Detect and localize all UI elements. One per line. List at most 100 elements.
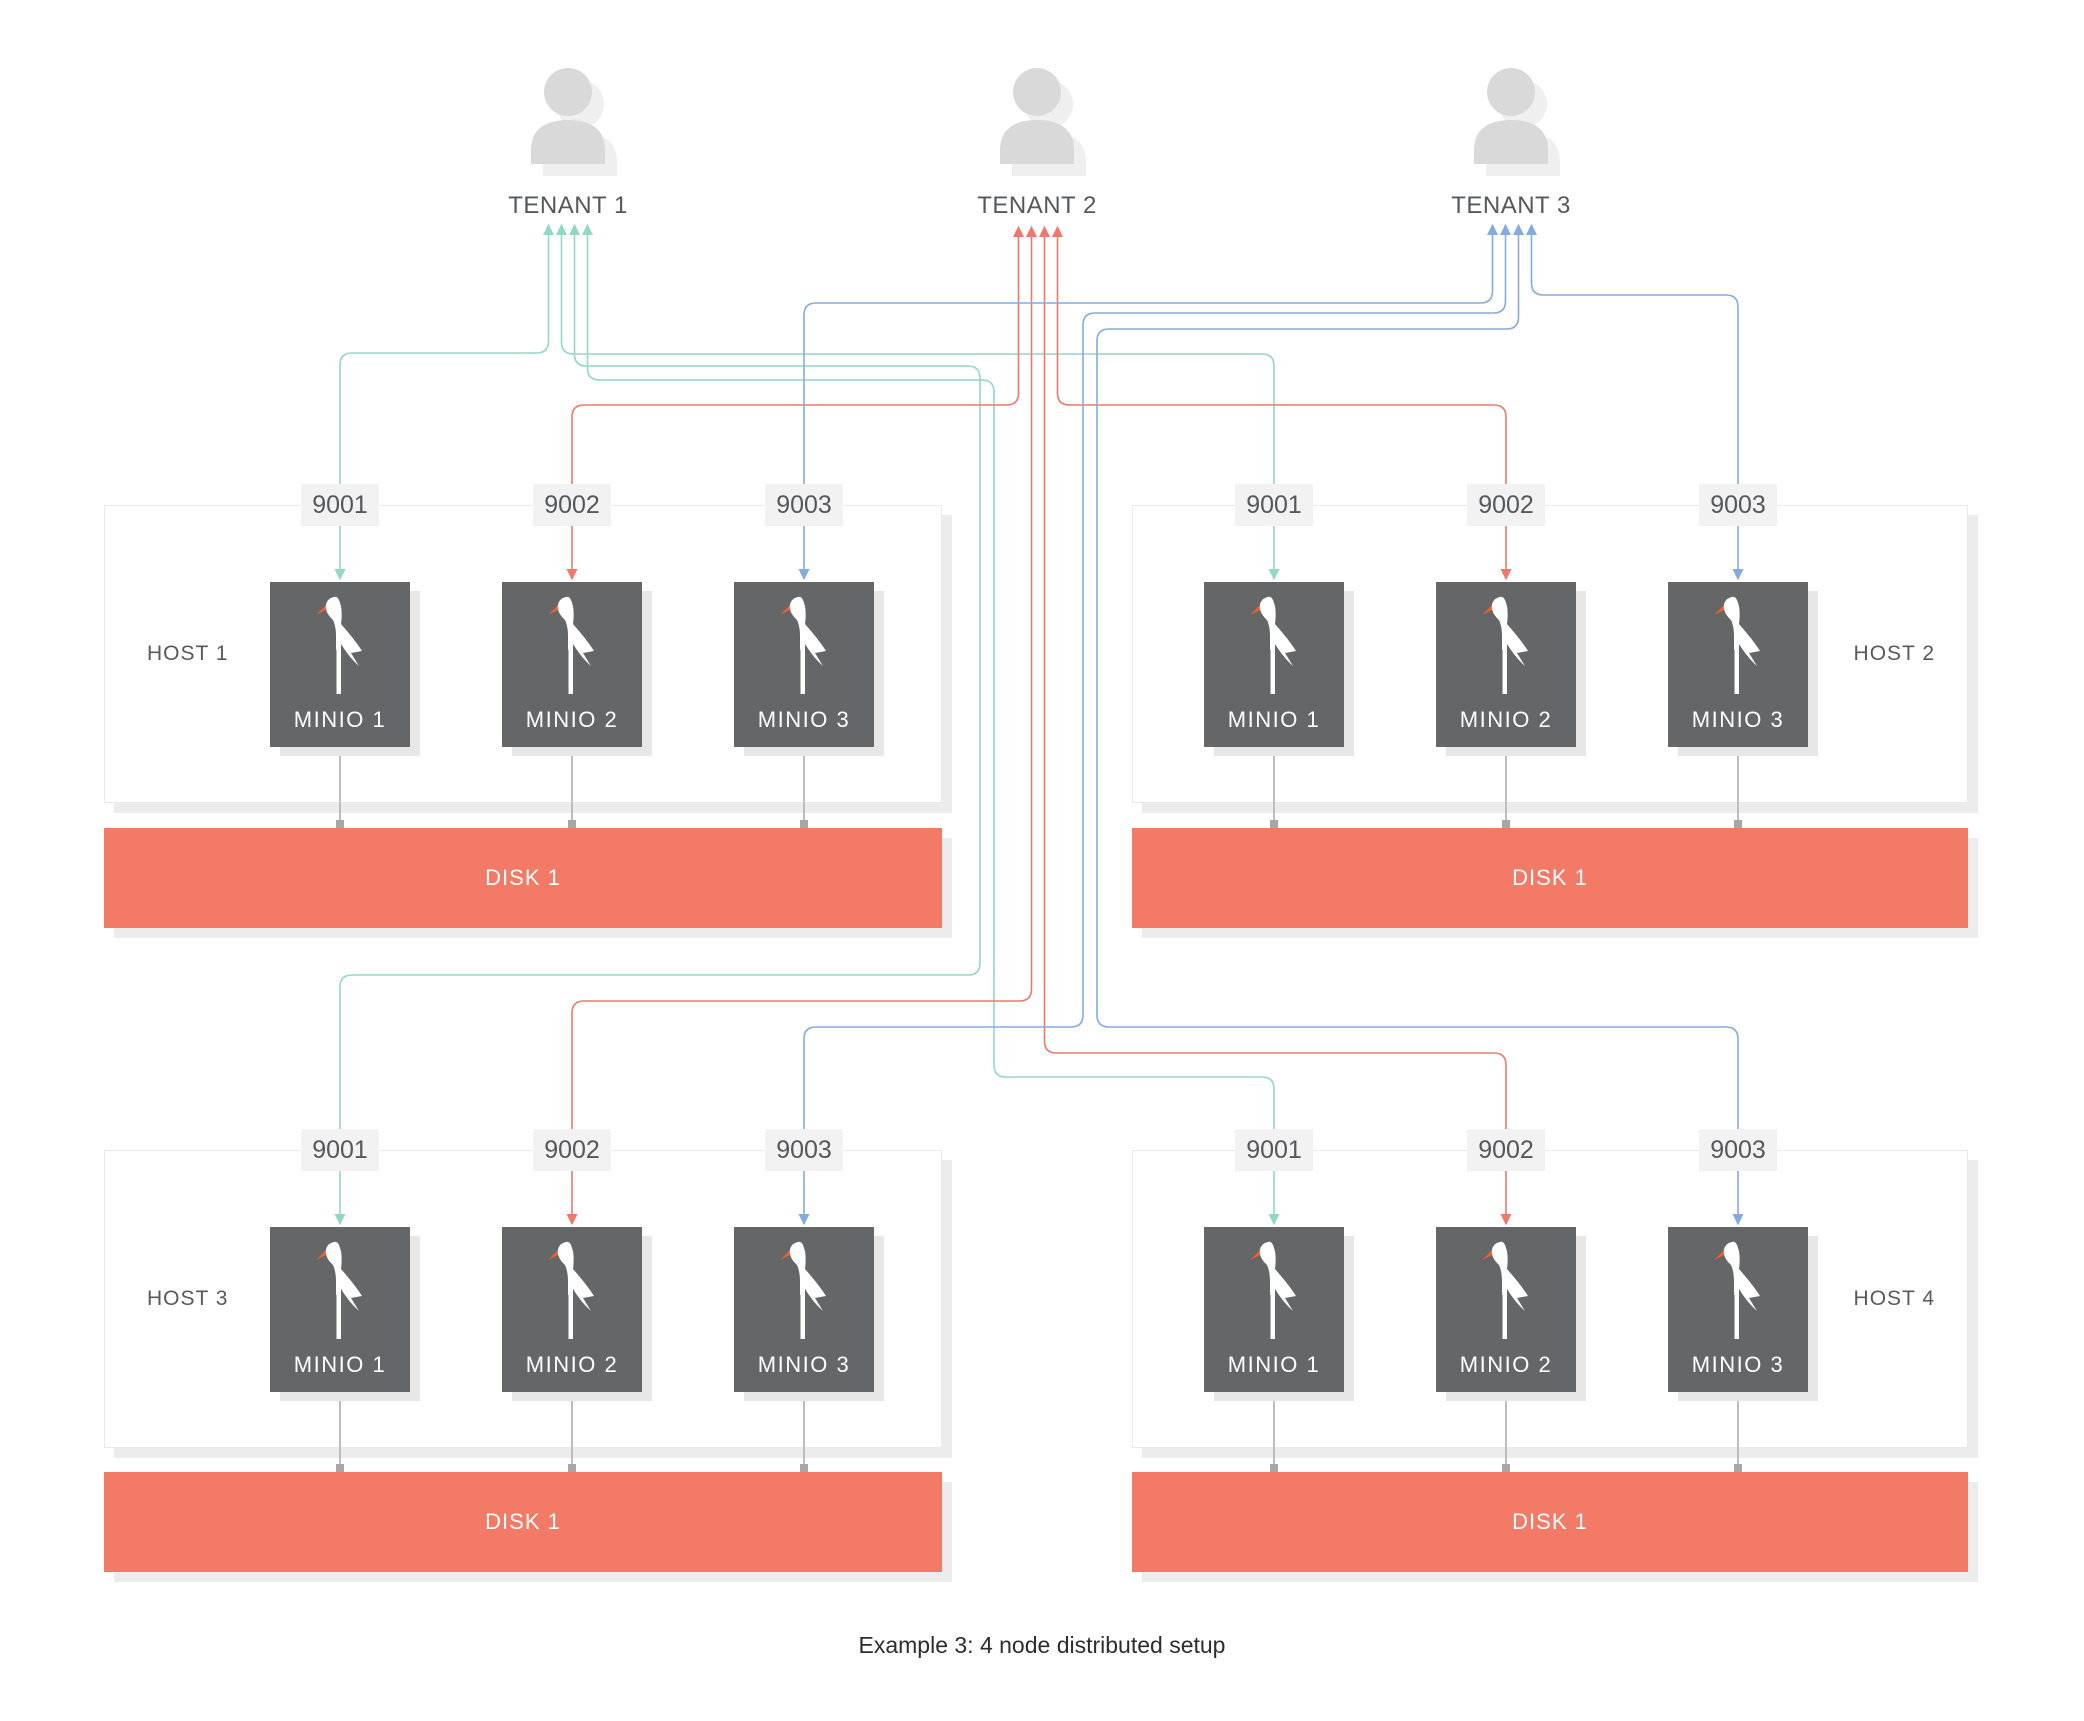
user-icon <box>1474 68 1560 176</box>
host-label: HOST 3 <box>147 1287 229 1310</box>
node-disk-connector <box>1270 1390 1278 1472</box>
minio-node-host2-3: MINIO 3 <box>1668 582 1808 747</box>
node-disk-connector <box>1270 745 1278 828</box>
user-icon <box>531 68 617 176</box>
port-badge-host2-9001: 9001 <box>1235 484 1313 526</box>
node-disk-connector <box>800 745 808 828</box>
minio-node-host4-1: MINIO 1 <box>1204 1227 1344 1392</box>
port-badge-host1-9003: 9003 <box>765 484 843 526</box>
minio-stork-icon <box>1714 1241 1760 1339</box>
connector-endpoint-dot <box>800 820 808 828</box>
port-badge-host3-9003: 9003 <box>765 1129 843 1171</box>
minio-node-host3-2: MINIO 2 <box>502 1227 642 1392</box>
minio-node-host2-2: MINIO 2 <box>1436 582 1576 747</box>
node-disk-connector <box>1734 745 1742 828</box>
diagram-caption: Example 3: 4 node distributed setup <box>858 1632 1226 1658</box>
port-badge-host2-9002: 9002 <box>1467 484 1545 526</box>
node-disk-connector <box>800 1390 808 1472</box>
disk-label: DISK 1 <box>1512 1509 1588 1534</box>
node-disk-connector <box>1734 1390 1742 1472</box>
connector-endpoint-dot <box>336 1464 344 1472</box>
host-label: HOST 2 <box>1853 642 1935 665</box>
connector-endpoint-dot <box>336 1390 344 1398</box>
minio-stork-icon <box>1714 596 1760 694</box>
port-badge-host3-9002: 9002 <box>533 1129 611 1171</box>
connector-endpoint-dot <box>800 1390 808 1398</box>
node-disk-connector <box>336 745 344 828</box>
connector-endpoint-dot <box>1734 820 1742 828</box>
tenant-group-1: TENANT 1 <box>493 50 643 220</box>
node-disk-connector <box>1502 1390 1510 1472</box>
minio-stork-icon <box>548 596 594 694</box>
port-badge-host1-9002: 9002 <box>533 484 611 526</box>
minio-node-host3-3: MINIO 3 <box>734 1227 874 1392</box>
minio-stork-icon <box>316 1241 362 1339</box>
connector-endpoint-dot <box>1734 1464 1742 1472</box>
minio-node-label: MINIO 3 <box>757 1352 851 1377</box>
minio-node-label: MINIO 1 <box>1227 707 1321 732</box>
minio-node-host2-1: MINIO 1 <box>1204 582 1344 747</box>
connector-endpoint-dot <box>1270 1390 1278 1398</box>
disk-label: DISK 1 <box>1512 865 1588 890</box>
minio-node-label: MINIO 3 <box>757 707 851 732</box>
connector-endpoint-dot <box>1502 820 1510 828</box>
minio-node-label: MINIO 1 <box>293 1352 387 1377</box>
disk-bar-host1: DISK 1 <box>104 828 942 928</box>
port-badge-host3-9001: 9001 <box>301 1129 379 1171</box>
minio-node-label: MINIO 2 <box>1459 707 1553 732</box>
disk-bar-host4: DISK 1 <box>1132 1472 1968 1572</box>
connector-endpoint-dot <box>1270 820 1278 828</box>
host-label: HOST 4 <box>1853 1287 1935 1310</box>
minio-stork-icon <box>780 596 826 694</box>
port-badge-host1-9001: 9001 <box>301 484 379 526</box>
minio-stork-icon <box>548 1241 594 1339</box>
port-badge-host2-9003: 9003 <box>1699 484 1777 526</box>
tenant-group-2: TENANT 2 <box>962 50 1112 220</box>
connector-endpoint-dot <box>1270 1464 1278 1472</box>
port-badge-host4-9002: 9002 <box>1467 1129 1545 1171</box>
minio-stork-icon <box>780 1241 826 1339</box>
tenant-group-3: TENANT 3 <box>1436 50 1586 220</box>
tenant-label: TENANT 2 <box>977 192 1097 219</box>
host-label: HOST 1 <box>147 642 229 665</box>
minio-node-label: MINIO 2 <box>525 1352 619 1377</box>
node-disk-connector <box>568 745 576 828</box>
tenant-label: TENANT 1 <box>508 192 628 219</box>
minio-node-label: MINIO 1 <box>1227 1352 1321 1377</box>
minio-node-host1-1: MINIO 1 <box>270 582 410 747</box>
disk-bar-host3: DISK 1 <box>104 1472 942 1572</box>
disk-label: DISK 1 <box>485 865 561 890</box>
minio-stork-icon <box>316 596 362 694</box>
port-badge-host4-9003: 9003 <box>1699 1129 1777 1171</box>
connector-endpoint-dot <box>1734 1390 1742 1398</box>
connector-endpoint-dot <box>568 820 576 828</box>
minio-stork-icon <box>1482 1241 1528 1339</box>
connector-endpoint-dot <box>1502 1390 1510 1398</box>
port-badge-host4-9001: 9001 <box>1235 1129 1313 1171</box>
minio-node-host4-3: MINIO 3 <box>1668 1227 1808 1392</box>
minio-node-host4-2: MINIO 2 <box>1436 1227 1576 1392</box>
connector-endpoint-dot <box>336 820 344 828</box>
minio-stork-icon <box>1250 1241 1296 1339</box>
minio-node-label: MINIO 3 <box>1691 707 1785 732</box>
disk-bar-host2: DISK 1 <box>1132 828 1968 928</box>
minio-node-label: MINIO 2 <box>1459 1352 1553 1377</box>
connector-endpoint-dot <box>1502 1464 1510 1472</box>
node-disk-connector <box>336 1390 344 1472</box>
connector-endpoint-dot <box>568 1464 576 1472</box>
minio-stork-icon <box>1482 596 1528 694</box>
minio-node-label: MINIO 1 <box>293 707 387 732</box>
minio-node-label: MINIO 3 <box>1691 1352 1785 1377</box>
tenant-label: TENANT 3 <box>1451 192 1571 219</box>
connector-endpoint-dot <box>800 1464 808 1472</box>
minio-node-label: MINIO 2 <box>525 707 619 732</box>
minio-stork-icon <box>1250 596 1296 694</box>
connector-endpoint-dot <box>568 1390 576 1398</box>
minio-node-host1-2: MINIO 2 <box>502 582 642 747</box>
disk-label: DISK 1 <box>485 1509 561 1534</box>
minio-node-host3-1: MINIO 1 <box>270 1227 410 1392</box>
user-icon <box>1000 68 1086 176</box>
node-disk-connector <box>1502 745 1510 828</box>
node-disk-connector <box>568 1390 576 1472</box>
